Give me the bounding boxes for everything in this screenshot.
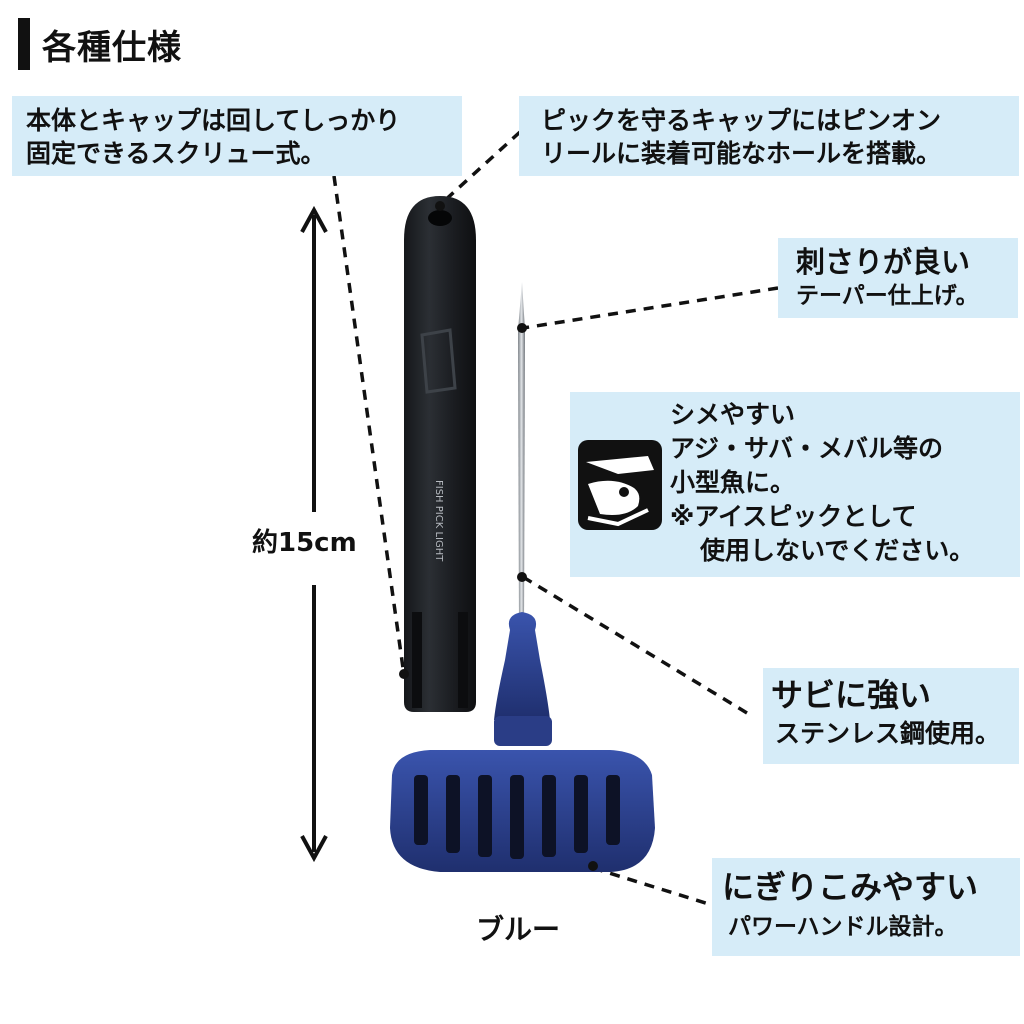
leader-screw: [332, 175, 405, 669]
pick-handle: [390, 612, 655, 872]
callout-shime-line5: 使用しないでください。: [700, 536, 975, 565]
callout-grip-heading: にぎりこみやすい: [722, 868, 979, 906]
dot-hole: [435, 201, 445, 211]
size-arrow: [300, 205, 328, 863]
grip-slots: [414, 775, 620, 859]
title-accent-bar: [18, 18, 30, 70]
callout-shime-line4: ※アイスピックとして: [670, 502, 917, 531]
callout-shime-line3: 小型魚に。: [670, 468, 796, 497]
callout-shime-line2: アジ・サバ・メバル等の: [670, 434, 944, 463]
callout-screw-line2: 固定できるスクリュー式。: [26, 139, 326, 168]
dot-grip: [588, 861, 598, 871]
fish-icon: [578, 440, 662, 530]
pick-cap: FISH PICK LIGHT: [404, 196, 476, 712]
cap-brand-text: FISH PICK LIGHT: [433, 480, 444, 562]
size-label: 約15cm: [252, 528, 357, 558]
lanyard-hole: [428, 210, 452, 226]
pick-needle: [518, 282, 525, 630]
callout-shime: シメやすい アジ・サバ・メバル等の 小型魚に。 ※アイスピックとして 使用しない…: [570, 392, 1020, 577]
callout-screw: 本体とキャップは回してしっかり 固定できるスクリュー式。: [12, 96, 462, 176]
color-label: ブルー: [476, 913, 561, 946]
dot-needle: [517, 572, 527, 582]
callout-grip-sub: パワーハンドル設計。: [728, 914, 958, 940]
callout-hole: ピックを守るキャップにはピンオン リールに装着可能なホールを搭載。: [519, 96, 1019, 176]
callout-hole-line1: ピックを守るキャップにはピンオン: [541, 106, 942, 135]
callout-grip: にぎりこみやすい パワーハンドル設計。: [712, 858, 1020, 956]
dot-screw: [399, 669, 409, 679]
brand-logo: [420, 328, 457, 394]
callout-rust-heading: サビに強い: [771, 676, 932, 714]
callout-rust-sub: ステンレス鋼使用。: [775, 719, 1001, 748]
dot-taper: [517, 323, 527, 333]
page-title: 各種仕様: [42, 28, 182, 68]
callout-hole-line2: リールに装着可能なホールを搭載。: [541, 139, 942, 168]
callout-screw-line1: 本体とキャップは回してしっかり: [26, 106, 401, 135]
leader-taper: [522, 286, 779, 330]
callout-taper-sub: テーパー仕上げ。: [796, 283, 979, 309]
leader-rust: [522, 575, 753, 718]
callout-taper: 刺さりが良い テーパー仕上げ。: [778, 238, 1018, 318]
callout-shime-line1: シメやすい: [670, 400, 796, 429]
leader-lines: [332, 130, 779, 907]
callout-rust: サビに強い ステンレス鋼使用。: [763, 668, 1019, 764]
leader-grip: [592, 866, 713, 907]
callout-taper-heading: 刺さりが良い: [796, 245, 971, 279]
